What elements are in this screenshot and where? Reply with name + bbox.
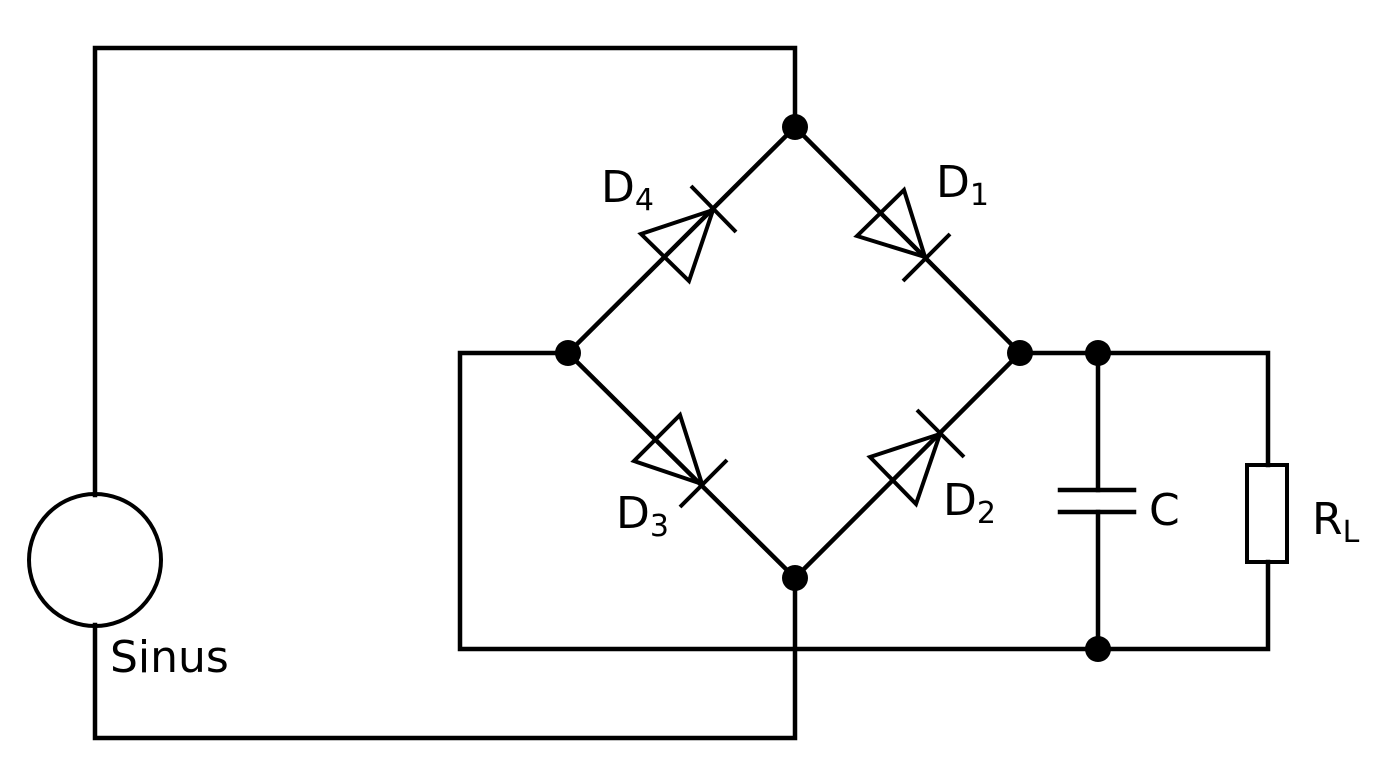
- resistor-label: RL: [1312, 494, 1360, 550]
- node-bottom: [782, 565, 808, 591]
- wire-bridge-d4: [564, 123, 799, 357]
- diode-d4-symbol: [637, 184, 738, 285]
- sine-source-icon: [27, 492, 163, 628]
- source-label: Sinus: [110, 632, 229, 683]
- wire-source-bottom: [92, 575, 798, 741]
- diode-d3-label: D3: [616, 488, 669, 544]
- wire-source-top: [92, 45, 798, 498]
- wire-bridge-d1: [791, 123, 1024, 357]
- node-top: [782, 114, 808, 140]
- diode-d1-symbol: [853, 186, 952, 283]
- node-cap-bottom: [1085, 636, 1111, 662]
- diode-d1-label: D1: [936, 157, 989, 213]
- diode-d4-label: D4: [601, 162, 654, 218]
- node-right: [1007, 340, 1033, 366]
- capacitor-symbol: [1057, 487, 1137, 515]
- wire-bridge-d2: [791, 349, 1024, 582]
- wires: [92, 45, 1271, 741]
- wire-output-top: [1017, 350, 1271, 468]
- diode-d2-label: D2: [943, 475, 996, 531]
- wire-bridge-d3: [564, 349, 799, 582]
- diode-d2-symbol: [866, 408, 966, 508]
- resistor-symbol: [1245, 463, 1289, 564]
- junction-nodes: [555, 114, 1111, 662]
- wire-left-return: [457, 350, 1271, 652]
- capacitor-label: C: [1149, 485, 1180, 536]
- node-left: [555, 340, 581, 366]
- node-cap-top: [1085, 340, 1111, 366]
- diode-d3-symbol: [630, 411, 729, 509]
